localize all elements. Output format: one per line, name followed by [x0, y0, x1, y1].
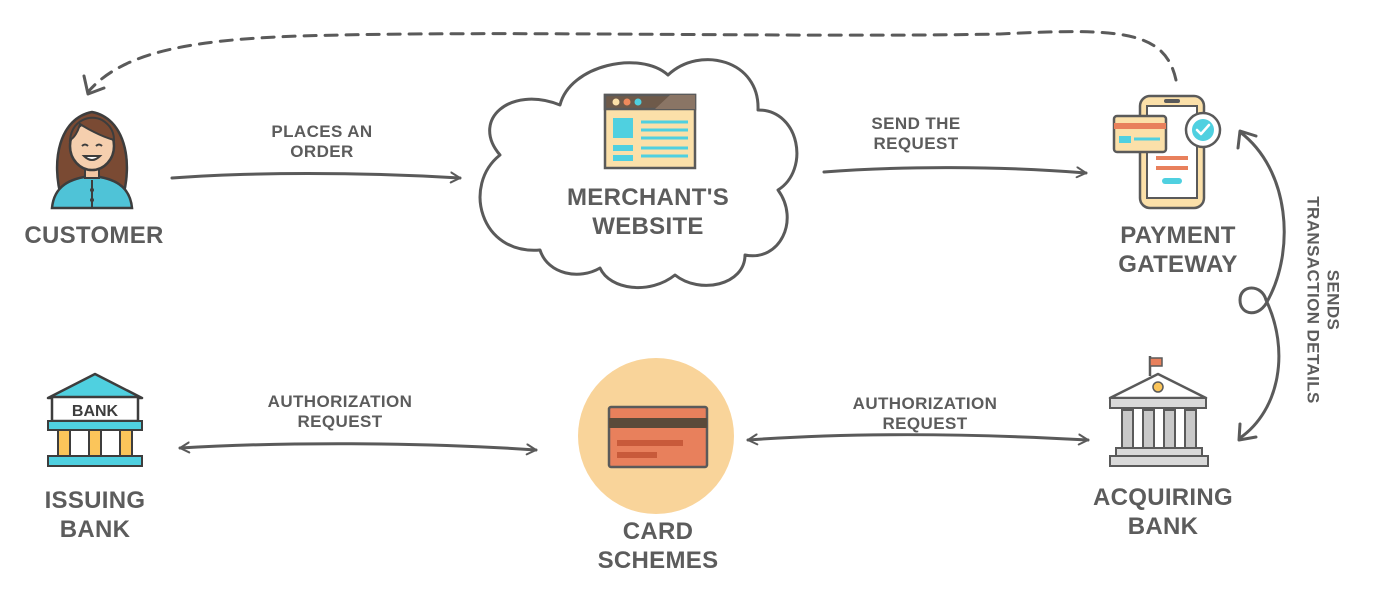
send-request-arrow	[822, 166, 1088, 179]
website-icon	[603, 93, 697, 170]
sends-details-arrowhead-top	[1236, 129, 1258, 150]
customer-label: CUSTOMER	[24, 222, 164, 249]
customer-avatar	[50, 110, 134, 210]
sends-details-arrow	[1238, 130, 1286, 440]
payment-gateway-icon	[1112, 94, 1222, 210]
places-order-arrow	[170, 171, 462, 184]
sends-details-label: SENDS TRANSACTION DETAILS	[1303, 196, 1343, 404]
card-schemes-icon	[578, 358, 734, 514]
issuing-bank-label: ISSUING BANK	[44, 487, 146, 543]
sends-details-arrowhead-bottom	[1237, 422, 1258, 442]
auth-request-arrow-left	[178, 441, 538, 456]
send-request-label: SEND THE REQUEST	[871, 114, 961, 154]
issuing-bank-icon: BANK	[46, 372, 144, 467]
merchant-cloud	[478, 58, 799, 290]
acquiring-bank-icon	[1108, 356, 1209, 467]
card-schemes-label: CARD SCHEMES	[597, 518, 719, 574]
bank-sign-text: BANK	[72, 403, 119, 420]
auth-request-right-label: AUTHORIZATION REQUEST	[852, 394, 998, 434]
dashed-return-arrow	[86, 30, 1178, 94]
places-order-label: PLACES AN ORDER	[271, 122, 373, 162]
gateway-label: PAYMENT GATEWAY	[1118, 222, 1238, 278]
auth-request-arrow-right	[746, 433, 1090, 446]
dashed-arrow-head	[82, 74, 106, 96]
merchant-label: MERCHANT'S WEBSITE	[566, 184, 730, 240]
auth-request-left-label: AUTHORIZATION REQUEST	[267, 392, 413, 432]
acquiring-bank-label: ACQUIRING BANK	[1092, 484, 1234, 540]
